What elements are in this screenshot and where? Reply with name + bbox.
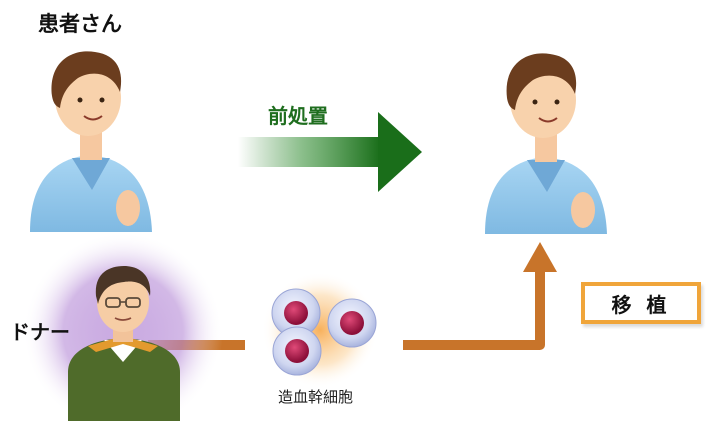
patient-after-figure <box>485 53 607 234</box>
patient-label: 患者さん <box>38 12 122 36</box>
pretreatment-label: 前処置 <box>268 104 328 128</box>
stem-cell-cluster <box>262 272 378 388</box>
donor-figure <box>23 232 223 421</box>
stem-cells-label: 造血幹細胞 <box>278 388 354 406</box>
stem-cell <box>272 326 322 376</box>
stem-cell <box>327 298 377 348</box>
patient-before-figure <box>30 51 152 232</box>
transplant-label-box: 移 植 <box>581 282 701 324</box>
pretreatment-arrow <box>238 112 422 192</box>
donor-label: ドナー <box>10 320 70 344</box>
transplant-arrow <box>403 242 557 350</box>
transplant-label: 移 植 <box>611 292 671 317</box>
